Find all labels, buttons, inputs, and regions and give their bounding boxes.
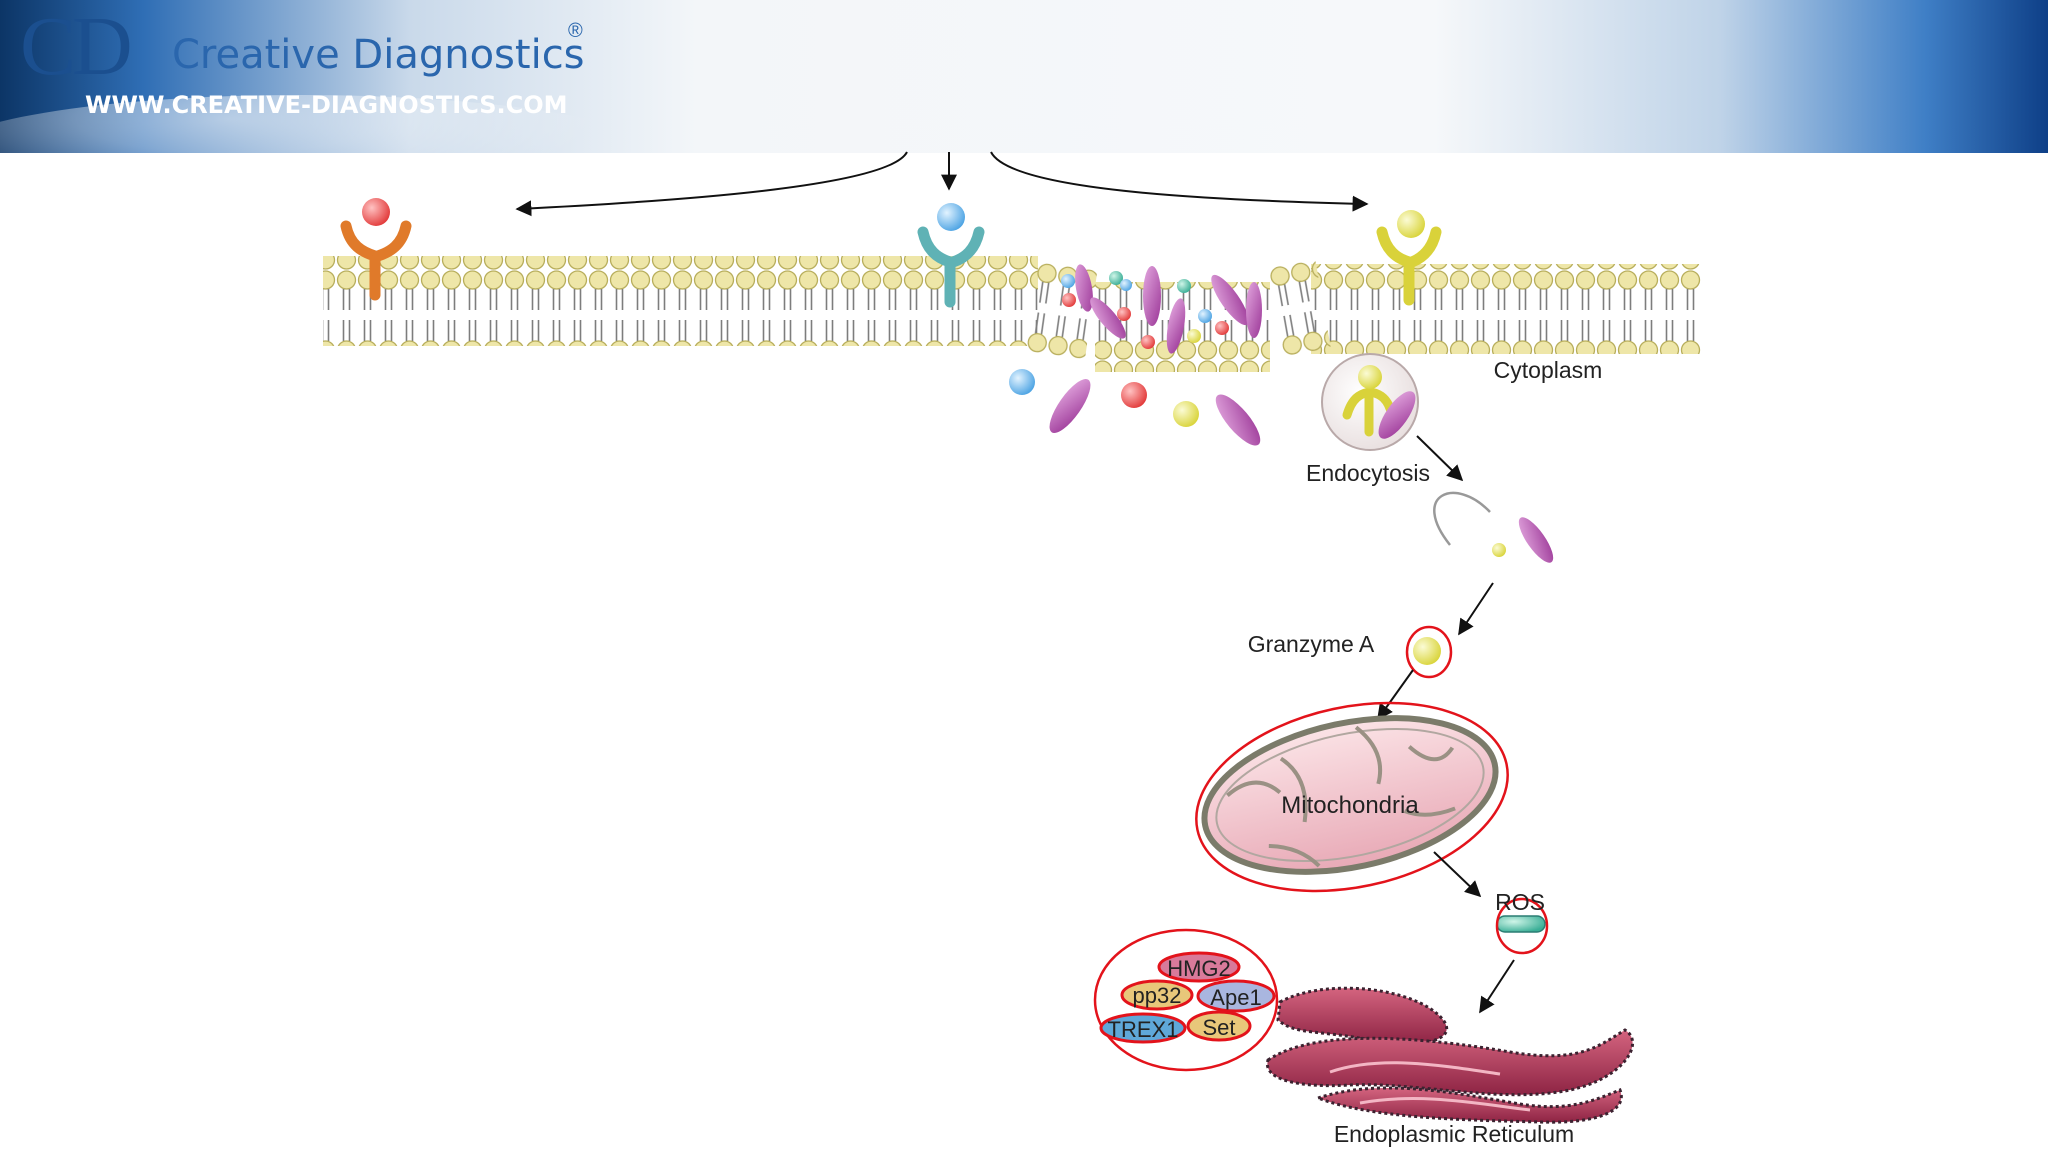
set-complex: HMG2 pp32 Ape1 TREX1 Set bbox=[1093, 928, 1279, 1072]
endosome bbox=[1321, 353, 1419, 451]
company-url: WWW.CREATIVE-DIAGNOSTICS.COM bbox=[85, 91, 568, 119]
ros bbox=[1495, 897, 1549, 955]
protein-hmg2: HMG2 bbox=[1157, 951, 1241, 983]
label-cytoplasm: Cytoplasm bbox=[1494, 357, 1603, 383]
release-vesicle bbox=[1433, 491, 1554, 563]
protein-set: Set bbox=[1186, 1010, 1252, 1042]
protein-ape1: Ape1 bbox=[1196, 979, 1276, 1013]
label-ros: ROS bbox=[1495, 889, 1545, 915]
label-mitochondria: Mitochondria bbox=[1281, 792, 1419, 819]
logo-mark: CD bbox=[20, 0, 133, 93]
label-endocytosis: Endocytosis bbox=[1306, 460, 1430, 486]
granzyme-a bbox=[1405, 625, 1453, 679]
svg-text:TREX1: TREX1 bbox=[1108, 1017, 1179, 1042]
label-endoplasmic-reticulum: Endoplasmic Reticulum bbox=[1334, 1121, 1574, 1147]
company-name: Creative Diagnostics bbox=[172, 32, 585, 78]
svg-text:HMG2: HMG2 bbox=[1167, 956, 1231, 981]
cell-membrane bbox=[323, 256, 1701, 372]
receptor-yellow bbox=[1376, 210, 1442, 306]
receptor-orange bbox=[340, 198, 412, 301]
protein-pp32: pp32 bbox=[1120, 979, 1194, 1011]
svg-text:pp32: pp32 bbox=[1133, 983, 1182, 1008]
header-banner: CD Creative Diagnostics ® WWW.CREATIVE-D… bbox=[0, 0, 2048, 153]
svg-text:Set: Set bbox=[1202, 1015, 1235, 1040]
mitochondria bbox=[1195, 701, 1509, 893]
svg-text:Ape1: Ape1 bbox=[1210, 985, 1261, 1010]
entry-arrows bbox=[515, 151, 1369, 217]
label-granzyme-a: Granzyme A bbox=[1248, 631, 1375, 657]
receptor-teal bbox=[917, 203, 985, 308]
perforin-pore bbox=[1009, 264, 1262, 446]
registered-mark: ® bbox=[568, 20, 583, 42]
protein-trex1: TREX1 bbox=[1099, 1012, 1187, 1044]
endoplasmic-reticulum bbox=[1265, 986, 1635, 1124]
